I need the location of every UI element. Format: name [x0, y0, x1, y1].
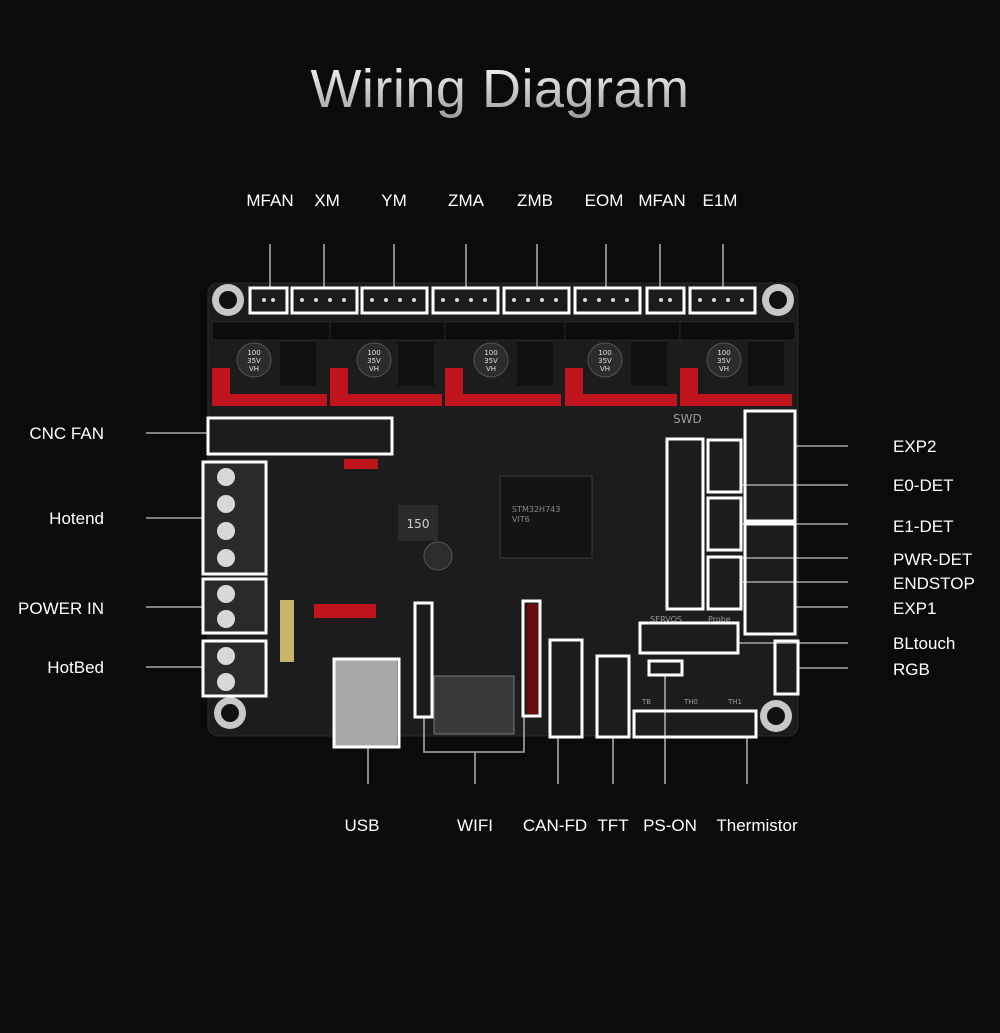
driver-headers — [211, 321, 796, 341]
sd-card-slot — [433, 675, 515, 735]
svg-text:VH: VH — [369, 365, 379, 373]
label-wifi: WIFI — [457, 816, 493, 835]
svg-text:35V: 35V — [717, 357, 731, 365]
label-zmb: ZMB — [517, 191, 553, 210]
svg-text:SERVOS: SERVOS — [650, 615, 682, 624]
svg-text:TH1: TH1 — [727, 698, 742, 706]
svg-text:TH0: TH0 — [683, 698, 698, 706]
driver-sockets — [212, 342, 792, 406]
svg-text:100: 100 — [367, 349, 380, 357]
svg-text:VH: VH — [486, 365, 496, 373]
label-e1-det: E1-DET — [893, 517, 954, 536]
label-endstop: ENDSTOP — [893, 574, 975, 593]
inductor-marking: 150 — [407, 517, 430, 531]
label-cnc-fan: CNC FAN — [29, 424, 104, 443]
svg-text:SWD: SWD — [673, 412, 702, 426]
mounting-holes — [212, 284, 794, 732]
vfan-jumper — [344, 459, 378, 469]
label-thermistor: Thermistor — [716, 816, 798, 835]
label-bltouch: BLtouch — [893, 634, 956, 653]
label-hotend: Hotend — [49, 509, 104, 528]
board-silkscreen: SWD SERVOS Probe TB TH0 TH1 — [641, 412, 742, 706]
svg-text:VH: VH — [600, 365, 610, 373]
terminal-blocks — [204, 463, 264, 696]
svg-text:35V: 35V — [247, 357, 261, 365]
inductor — [398, 505, 438, 541]
svg-text:35V: 35V — [598, 357, 612, 365]
label-exp1: EXP1 — [893, 599, 937, 618]
mcu-chip: STM32H743 VIT6 — [499, 475, 593, 559]
label-mfan-1: MFAN — [246, 191, 294, 210]
page-title: Wiring Diagram — [0, 58, 1000, 120]
usb-port — [335, 660, 397, 746]
svg-text:VIT6: VIT6 — [512, 515, 530, 524]
label-zma: ZMA — [448, 191, 484, 210]
label-pwr-det: PWR-DET — [893, 550, 973, 569]
label-ym: YM — [381, 191, 407, 210]
label-eom: EOM — [584, 191, 624, 210]
label-e1m: E1M — [702, 191, 738, 210]
connector-highlights — [201, 286, 800, 749]
label-rgb: RGB — [893, 660, 930, 679]
label-hotbed: HotBed — [47, 658, 104, 677]
label-can-fd: CAN-FD — [522, 816, 588, 835]
svg-text:VH: VH — [719, 365, 729, 373]
label-e0-det: E0-DET — [893, 476, 954, 495]
label-xm: XM — [314, 191, 340, 210]
svg-text:100: 100 — [717, 349, 730, 357]
svg-text:STM32H743: STM32H743 — [512, 505, 560, 514]
label-mfan-2: MFAN — [638, 191, 686, 210]
fuse-red — [314, 604, 376, 618]
fuse — [280, 600, 294, 662]
label-exp2: EXP2 — [893, 437, 937, 456]
svg-text:100: 100 — [247, 349, 260, 357]
svg-text:100: 100 — [484, 349, 497, 357]
label-tft: TFT — [597, 816, 629, 835]
svg-text:100: 100 — [598, 349, 611, 357]
wifi-header-red — [527, 604, 539, 714]
svg-text:Probe: Probe — [708, 615, 731, 624]
label-power-in: POWER IN — [18, 599, 104, 618]
svg-text:35V: 35V — [367, 357, 381, 365]
capacitor-small — [423, 541, 453, 571]
svg-text:TB: TB — [641, 698, 651, 706]
svg-text:VH: VH — [249, 365, 259, 373]
svg-text:35V: 35V — [484, 357, 498, 365]
label-usb: USB — [344, 816, 380, 835]
label-ps-on: PS-ON — [643, 816, 697, 835]
connector-pins — [262, 298, 744, 302]
